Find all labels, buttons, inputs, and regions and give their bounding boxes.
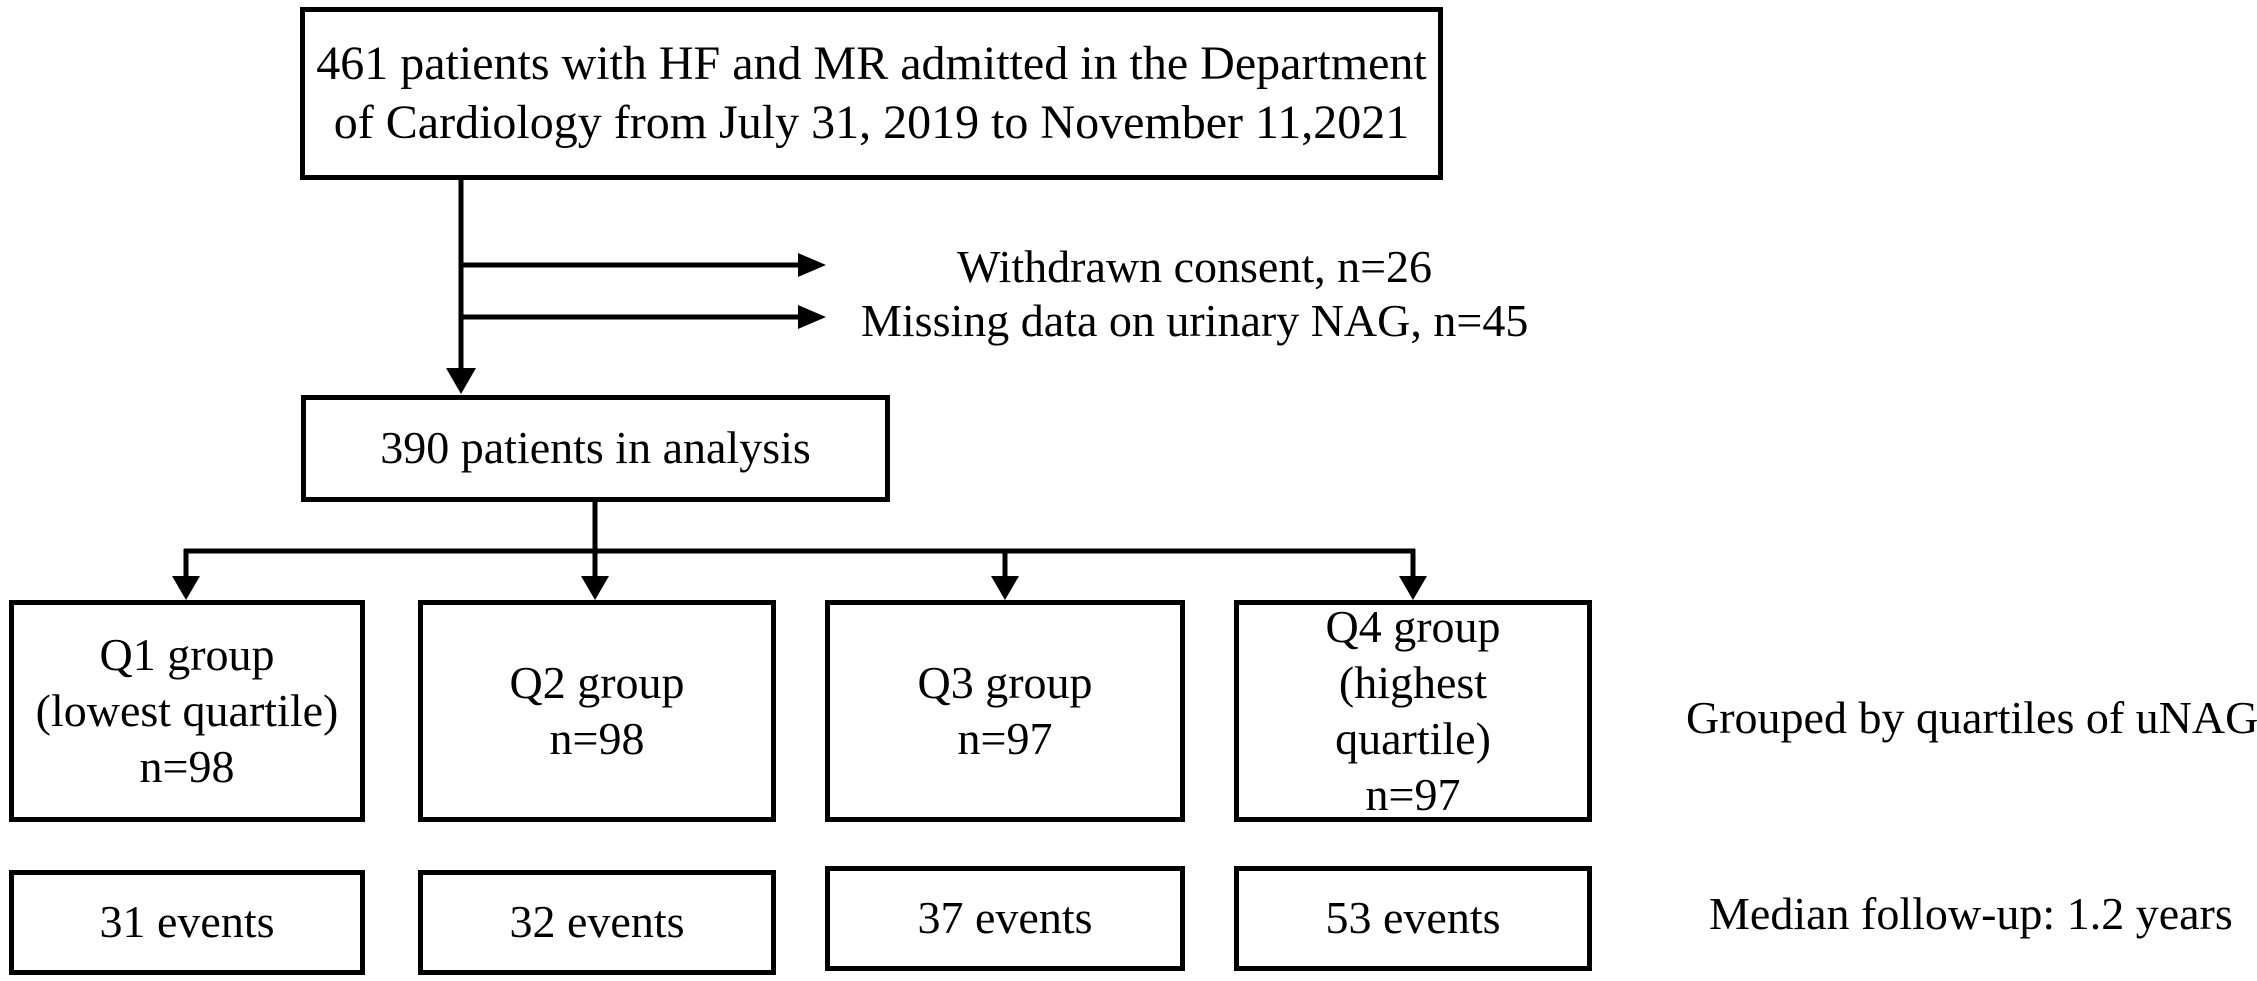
followup-note: Median follow-up: 1.2 years bbox=[1709, 888, 2233, 939]
events-q2-label: 32 events bbox=[509, 896, 685, 948]
group-q1-line1: Q1 group bbox=[99, 628, 275, 680]
group-box-q1: Q1 group (lowest quartile) n=98 bbox=[9, 600, 365, 822]
events-box-q3: 37 events bbox=[825, 866, 1185, 971]
arrowhead-analysis bbox=[446, 368, 476, 394]
group-q4-line1: Q4 group bbox=[1325, 600, 1501, 652]
group-box-q2: Q2 group n=98 bbox=[418, 600, 776, 822]
events-box-q1: 31 events bbox=[9, 870, 365, 975]
group-q2-line1: Q2 group bbox=[509, 656, 685, 708]
arrowhead-q4 bbox=[1399, 576, 1427, 600]
exclusion-withdrawn-consent: Withdrawn consent, n=26 bbox=[957, 241, 1433, 292]
events-q4-label: 53 events bbox=[1325, 892, 1501, 944]
analysis-label: 390 patients in analysis bbox=[380, 422, 811, 474]
events-box-q4: 53 events bbox=[1234, 866, 1592, 971]
arrowhead-exclusion-1 bbox=[798, 253, 826, 277]
group-q3-line1: Q3 group bbox=[917, 656, 1093, 708]
group-q1-line2: (lowest quartile) bbox=[35, 684, 339, 736]
enrollment-box: 461 patients with HF and MR admitted in … bbox=[300, 7, 1443, 180]
group-q1-line3: n=98 bbox=[139, 741, 235, 793]
group-q3-line2: n=97 bbox=[957, 713, 1053, 764]
arrowhead-q3 bbox=[991, 576, 1019, 600]
group-q4-line4: n=97 bbox=[1365, 769, 1461, 821]
arrowhead-q2 bbox=[581, 576, 609, 600]
group-q4-line2: (highest bbox=[1338, 656, 1488, 708]
events-q1-label: 31 events bbox=[99, 896, 275, 948]
grouping-note: Grouped by quartiles of uNAG bbox=[1686, 692, 2257, 743]
exclusion-missing-nag: Missing data on urinary NAG, n=45 bbox=[861, 295, 1529, 346]
group-q2-line2: n=98 bbox=[549, 713, 645, 764]
arrowhead-q1 bbox=[172, 576, 200, 600]
enrollment-text-line1: 461 patients with HF and MR admitted in … bbox=[316, 36, 1427, 90]
events-box-q2: 32 events bbox=[418, 870, 776, 975]
enrollment-text-line2: of Cardiology from July 31, 2019 to Nove… bbox=[333, 95, 1410, 149]
group-box-q3: Q3 group n=97 bbox=[825, 600, 1185, 822]
analysis-box: 390 patients in analysis bbox=[301, 395, 890, 502]
arrowhead-exclusion-2 bbox=[798, 305, 826, 329]
events-q3-label: 37 events bbox=[917, 892, 1093, 944]
group-q4-line3: quartile) bbox=[1335, 713, 1491, 764]
group-box-q4: Q4 group (highest quartile) n=97 bbox=[1234, 600, 1592, 822]
